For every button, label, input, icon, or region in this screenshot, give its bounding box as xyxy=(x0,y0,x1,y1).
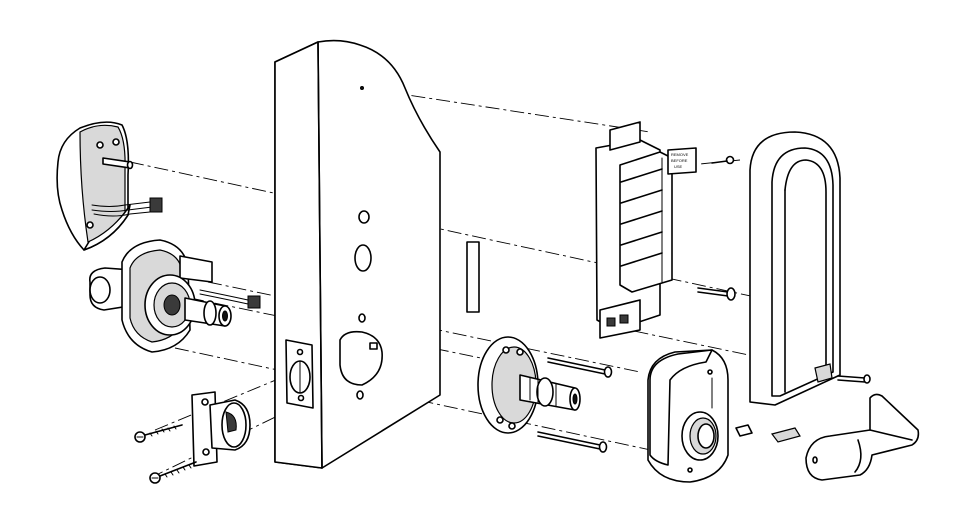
small-inserts xyxy=(735,424,801,443)
exterior-chassis xyxy=(88,239,261,353)
label-line-2: BEFORE xyxy=(671,158,688,163)
battery-cover xyxy=(749,131,871,406)
exterior-housing xyxy=(56,121,163,251)
interior-rose xyxy=(477,336,581,434)
mounting-screw xyxy=(697,287,736,301)
label-line-3: USE xyxy=(674,164,683,169)
battery-pack: REMOVE BEFORE USE xyxy=(595,121,735,339)
door-slab xyxy=(274,39,480,469)
battery-cells xyxy=(620,157,663,283)
latch xyxy=(191,391,251,467)
latch-screws xyxy=(134,424,197,484)
top-bore-dot xyxy=(360,86,364,90)
thru-bolts xyxy=(537,357,613,453)
interior-housing xyxy=(647,349,729,483)
label-line-1: REMOVE xyxy=(671,152,689,157)
interior-lever xyxy=(805,393,920,481)
